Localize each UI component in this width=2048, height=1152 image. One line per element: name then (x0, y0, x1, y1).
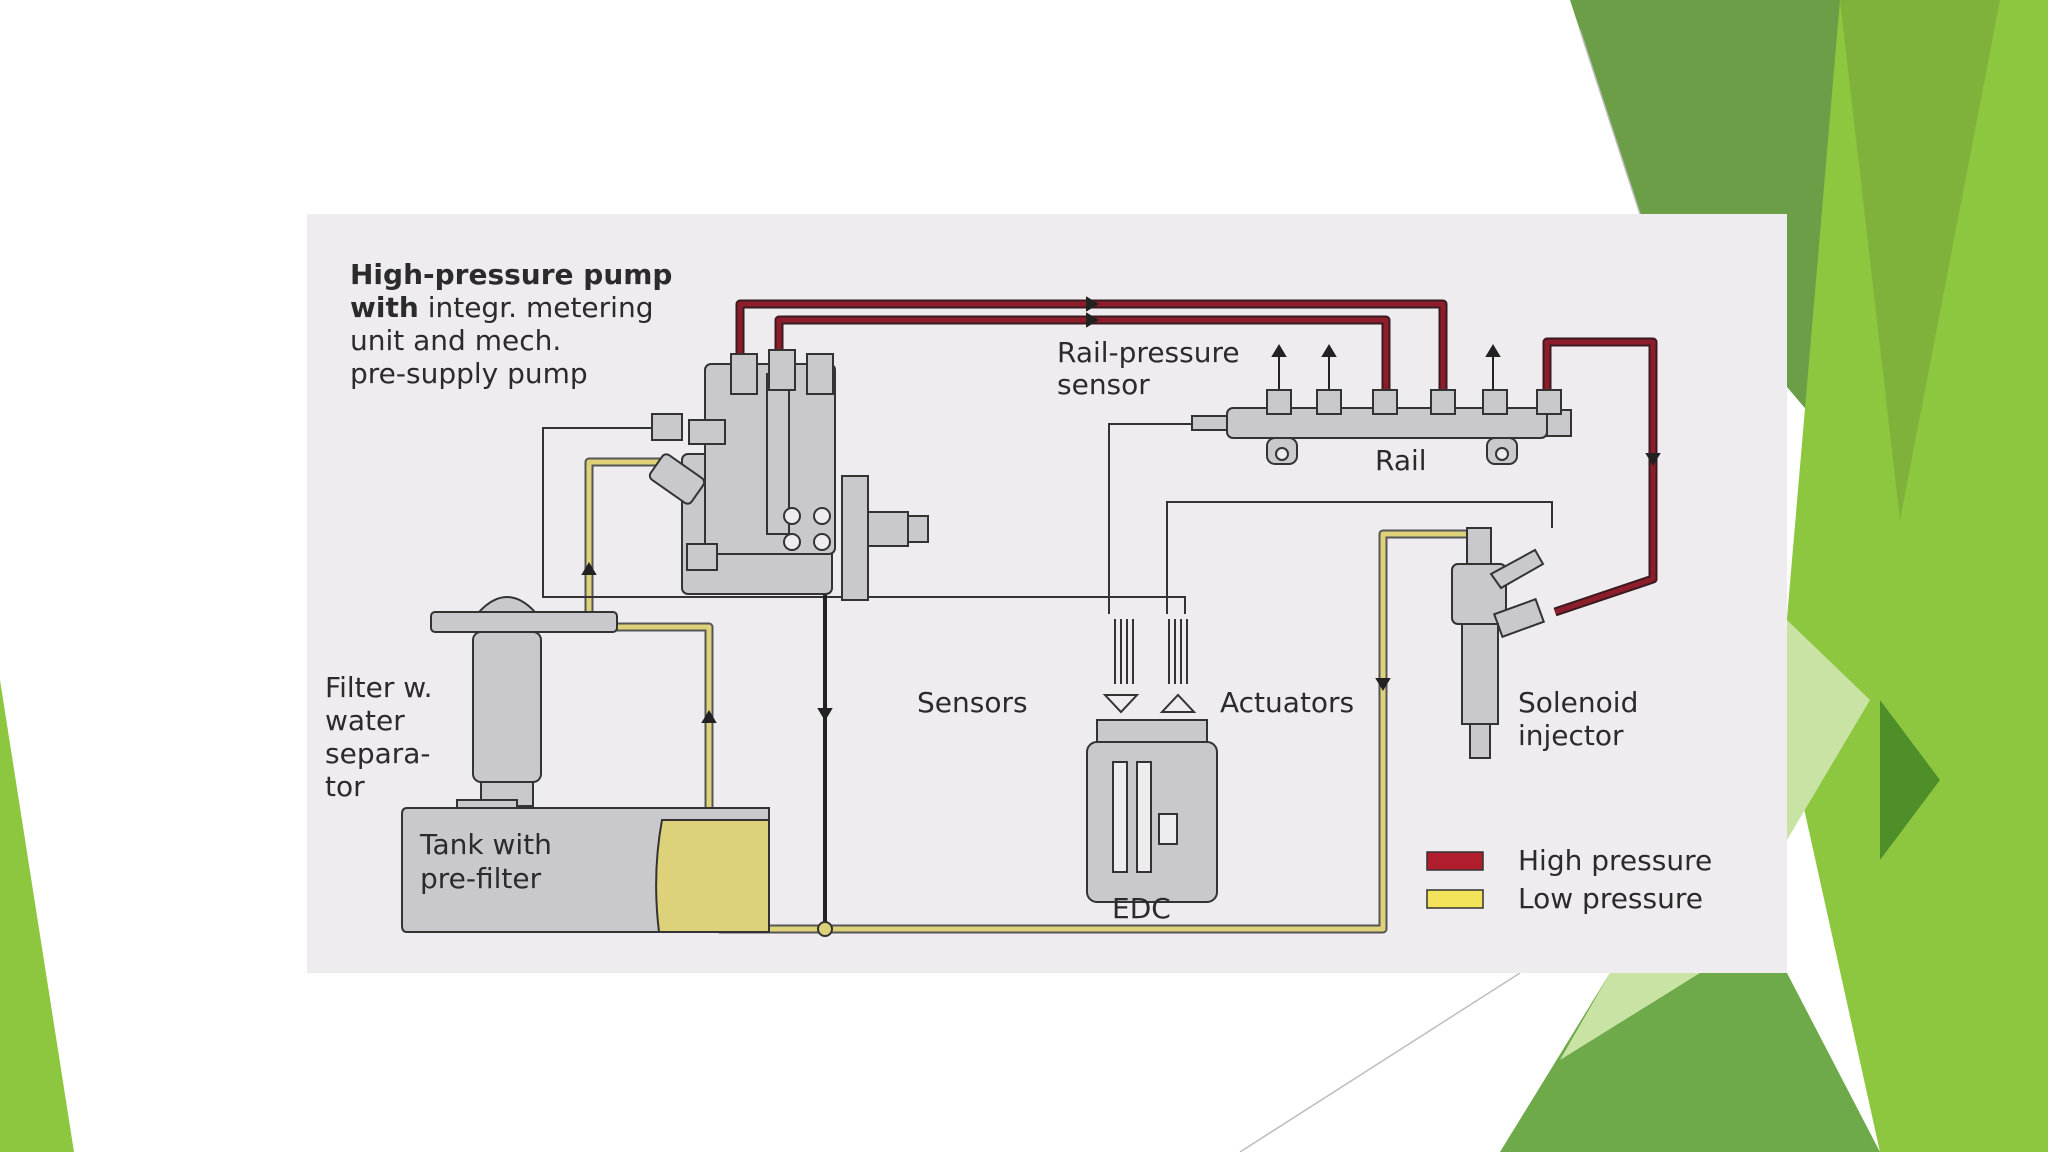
right-green-shape-light (1840, 0, 2000, 520)
sensors-label: Sensors (917, 686, 1028, 719)
fuel-system-diagram: High-pressure pump with integr. metering… (307, 214, 1787, 973)
actuators-label: Actuators (1220, 686, 1354, 719)
bottom-green-shape-pale (1560, 973, 1700, 1060)
left-green-shape (0, 680, 74, 1152)
legend-label-high-pressure: High pressure (1518, 844, 1712, 877)
legend-label-low-pressure: Low pressure (1518, 882, 1703, 915)
injector-label: Solenoid injector (1518, 686, 1647, 752)
legend-swatch-high-pressure (1426, 851, 1484, 871)
edc-label: EDC (1112, 892, 1171, 925)
thin-diagonal-line-top (1579, 29, 1641, 215)
electrical-wiring (542, 423, 1553, 684)
rail-pressure-sensor-label: Rail-pressure sensor (1057, 336, 1249, 401)
flow-arrows (581, 296, 1661, 723)
fuel-tank (401, 799, 770, 933)
bottom-green-shape (1500, 973, 1880, 1152)
rail (1191, 389, 1572, 465)
thin-diagonal-line (1239, 972, 1521, 1152)
legend-swatch-low-pressure (1426, 889, 1484, 909)
pump-label: High-pressure pump with integr. metering… (350, 258, 681, 390)
fuel-filter (430, 596, 618, 820)
rail-label: Rail (1375, 444, 1427, 477)
right-green-shape-deep (1880, 700, 1940, 860)
right-green-shape-pale (1787, 620, 1870, 840)
edc-unit (1086, 719, 1218, 903)
actuators-arrow-icon (1159, 693, 1197, 713)
tank-label: Tank with pre-filter (419, 828, 561, 895)
solenoid-injector (1451, 527, 1546, 759)
legend: High pressure Low pressure (1426, 844, 1712, 915)
right-green-shape-mid (1780, 0, 2048, 1152)
junction-dot (817, 921, 833, 937)
filter-label: Filter w. water separa- tor (325, 671, 441, 803)
sensors-arrow-icon (1102, 694, 1140, 714)
high-pressure-pump (648, 349, 929, 601)
